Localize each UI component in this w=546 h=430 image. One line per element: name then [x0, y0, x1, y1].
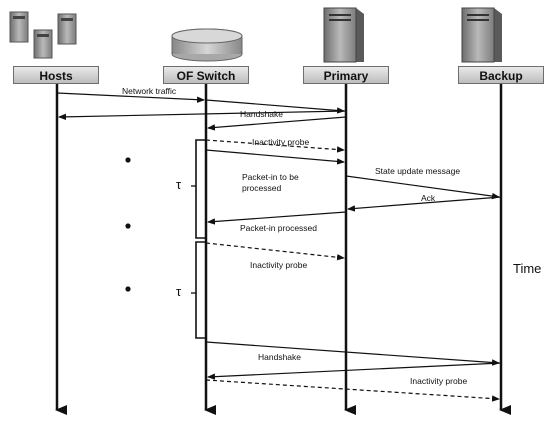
state-update-label: State update message — [375, 166, 461, 176]
inactivity-probe-label-2: Inactivity probe — [250, 260, 308, 270]
tau-bracket-1 — [195, 139, 205, 239]
handshake-arrow-1 — [207, 116, 347, 131]
backup-server-icon — [461, 7, 502, 63]
ack-label: Ack — [421, 193, 436, 203]
hosts-label: Hosts — [13, 66, 99, 84]
inactivity-probe-label-3: Inactivity probe — [410, 376, 468, 386]
tau-symbol-2: τ — [176, 284, 182, 299]
packet-in-processed-arrow — [207, 211, 347, 225]
continuation-dot — [125, 286, 131, 292]
inactivity-probe-arrow-1 — [205, 139, 345, 153]
packet-in-arrow — [205, 149, 345, 165]
tau-symbol-1: τ — [176, 177, 182, 192]
ack-arrow — [347, 196, 502, 212]
state-update-arrow — [345, 175, 500, 200]
backup-label: Backup — [458, 66, 544, 84]
tau-bracket-2 — [195, 241, 205, 339]
switch-label: OF Switch — [163, 66, 249, 84]
reply-to-hosts-arrow — [58, 110, 347, 121]
packet-in-processed-label: Packet-in processed — [240, 223, 318, 233]
continuation-dot — [125, 157, 131, 163]
network-traffic-label: Network traffic — [122, 86, 177, 96]
network-traffic-in-arrow — [56, 92, 205, 103]
handshake-reply-arrow — [207, 362, 502, 380]
handshake-arrow-2 — [205, 341, 500, 366]
primary-label: Primary — [303, 66, 389, 84]
time-axis-label: Time — [513, 261, 542, 276]
hosts-icon — [9, 11, 77, 59]
continuation-dot — [125, 223, 131, 229]
network-traffic-forward-arrow — [205, 99, 345, 114]
primary-server-icon — [323, 7, 364, 63]
inactivity-probe-arrow-2 — [205, 242, 345, 261]
packet-in-label-line2: processed — [242, 183, 282, 193]
inactivity-probe-label-1: Inactivity probe — [252, 137, 310, 147]
handshake-label-2: Handshake — [258, 352, 302, 362]
handshake-label-1: Handshake — [240, 109, 284, 119]
packet-in-label-line1: Packet-in to be — [242, 172, 299, 182]
switch-icon — [171, 28, 243, 62]
